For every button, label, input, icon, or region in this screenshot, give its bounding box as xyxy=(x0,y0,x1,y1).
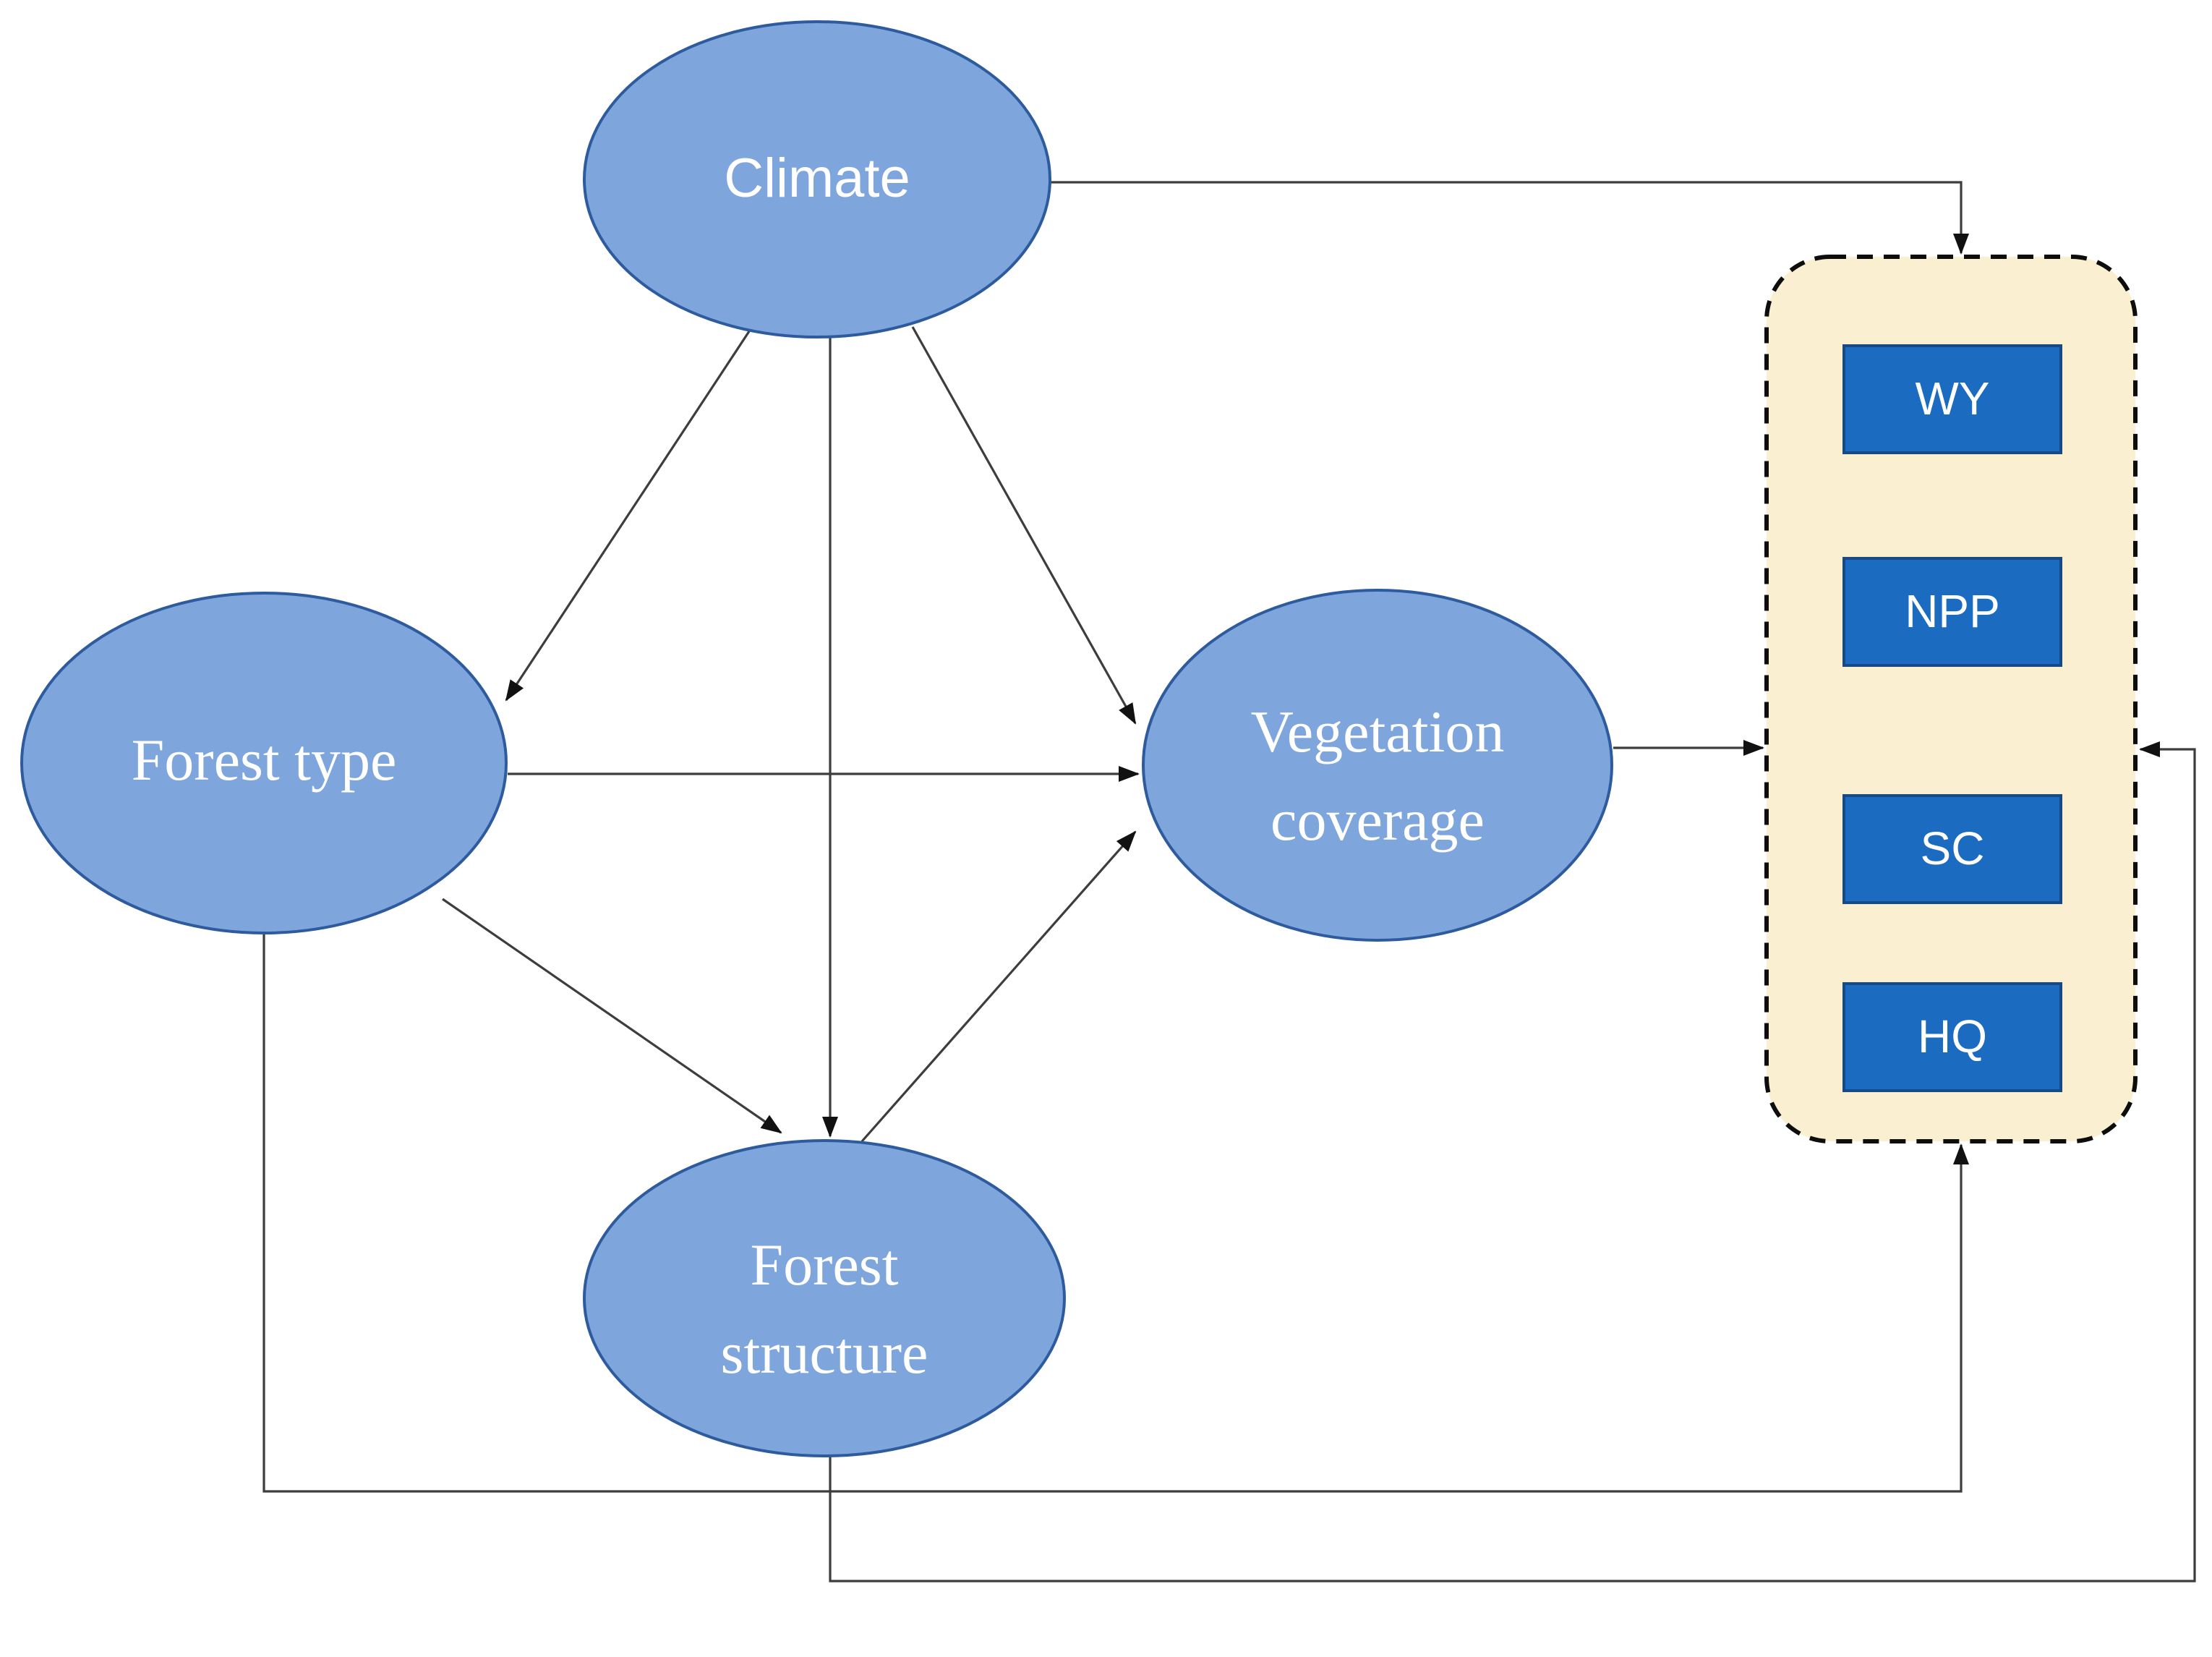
node-climate-label-line1: Climate xyxy=(724,148,910,209)
node-vegetation-coverage: Vegetation coverage xyxy=(1142,589,1613,942)
indicator-sc-label: SC xyxy=(1921,822,1985,874)
node-vegetation-coverage-label-line2: coverage xyxy=(1271,787,1485,853)
indicator-npp-label: NPP xyxy=(1905,585,2000,637)
edge-climate-to-vegetation-coverage xyxy=(911,326,1137,725)
node-climate-shape xyxy=(583,20,1051,338)
edge-climate-to-indicators-top xyxy=(1050,181,1969,255)
edge-forest-structure-to-vegetation-coverage xyxy=(861,830,1137,1143)
node-forest-structure-label-line1: Forest xyxy=(751,1232,899,1298)
edge-forest-type-to-indicators-bottom xyxy=(262,934,1969,1493)
node-forest-structure-shape xyxy=(583,1139,1066,1457)
node-vegetation-coverage-shape xyxy=(1142,589,1613,942)
node-forest-structure-label-line2: structure xyxy=(721,1320,928,1386)
indicator-npp-box xyxy=(1842,557,2062,667)
node-vegetation-coverage-label-line1: Vegetation xyxy=(1251,699,1505,764)
indicator-item-sc: SC xyxy=(1842,794,2062,904)
indicator-hq-label: HQ xyxy=(1918,1010,1987,1062)
edge-climate-to-forest-type xyxy=(505,326,753,702)
indicator-item-wy: WY xyxy=(1842,344,2062,454)
indicator-wy-label: WY xyxy=(1915,372,1989,425)
indicator-panel-outline xyxy=(1764,255,2138,1143)
node-forest-structure: Forest structure xyxy=(583,1139,1066,1457)
indicator-item-npp: NPP xyxy=(1842,557,2062,667)
node-forest-type: Forest type xyxy=(20,592,508,934)
indicator-wy-box xyxy=(1842,344,2062,454)
indicator-panel: WY NPP SC HQ xyxy=(1764,255,2138,1143)
node-forest-type-label-line1: Forest type xyxy=(132,727,397,793)
node-climate: Climate xyxy=(583,20,1051,338)
indicator-item-hq: HQ xyxy=(1842,982,2062,1092)
indicator-hq-box xyxy=(1842,982,2062,1092)
indicator-sc-box xyxy=(1842,794,2062,904)
node-forest-type-shape xyxy=(20,592,508,934)
edge-forest-type-to-forest-structure xyxy=(442,898,782,1134)
edge-forest-structure-to-indicators-right xyxy=(829,741,2196,1583)
